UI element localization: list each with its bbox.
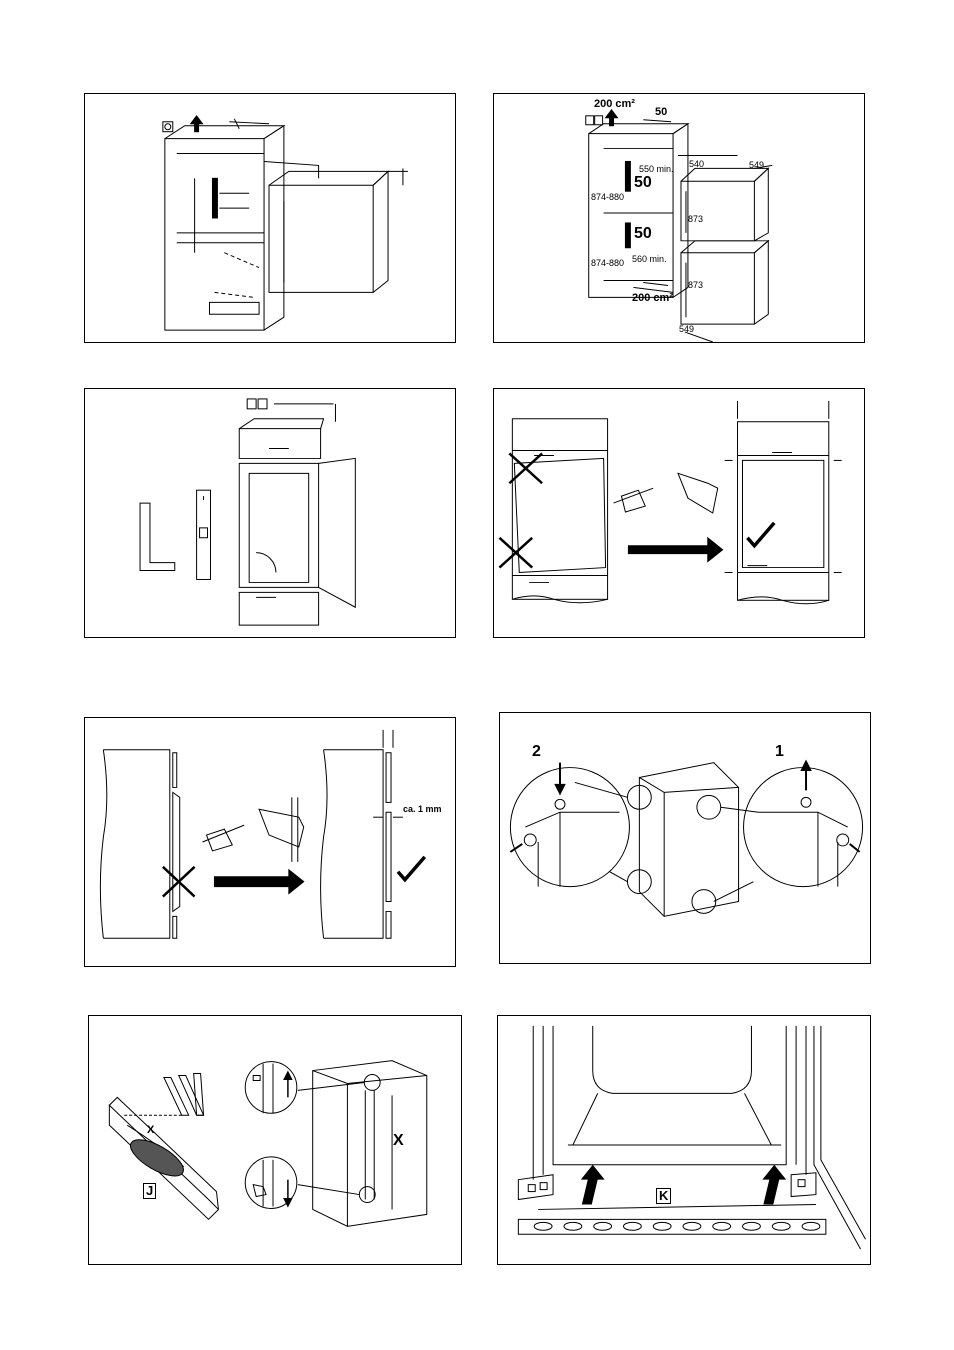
- step-right-label: 1: [775, 743, 784, 761]
- panel-ventilation-dimensions: 200 cm² 50 550 min. 50 50 874-880 874-88…: [493, 93, 865, 343]
- height-upper-label: 874-880: [591, 192, 624, 202]
- door-alignment-drawing: [494, 389, 864, 637]
- vent-top-label: 200 cm²: [594, 98, 635, 110]
- panel-trim-strip: X X J: [88, 1015, 462, 1265]
- ventilation-dimensions-drawing: [494, 94, 864, 342]
- gap-top-label: 50: [655, 106, 667, 118]
- square-check-drawing: [85, 389, 455, 637]
- step-left-label: 2: [532, 743, 541, 761]
- base-grille-drawing: [498, 1016, 870, 1264]
- panel-door-gap: ca. 1 mm: [84, 717, 456, 967]
- door-gap-drawing: [85, 718, 455, 966]
- gap-mid2-label: 50: [634, 225, 652, 243]
- width-top-label: 549: [749, 160, 764, 170]
- panel-square-check: [84, 388, 456, 638]
- min-top-label: 550 min.: [639, 164, 674, 174]
- cabinet-dimensions-drawing: [85, 94, 455, 342]
- panel-hinge-screws: 2 1: [499, 712, 871, 964]
- dim-x-right-label: X: [393, 1132, 404, 1150]
- width-bottom-label: 549: [679, 324, 694, 334]
- trim-strip-drawing: [89, 1016, 461, 1264]
- min-bottom-label: 560 min.: [632, 254, 667, 264]
- panel-base-grille: K: [497, 1015, 871, 1265]
- height-lower-label: 874-880: [591, 258, 624, 268]
- panel-cabinet-dimensions: [84, 93, 456, 343]
- marker-j-label: J: [143, 1183, 156, 1199]
- unit-lower-label: 873: [688, 280, 703, 290]
- hinge-screws-drawing: [500, 713, 870, 963]
- unit-upper-label: 873: [688, 214, 703, 224]
- dim-x-left-label: X: [147, 1124, 154, 1136]
- marker-k-label: K: [656, 1188, 671, 1204]
- panel-door-alignment: [493, 388, 865, 638]
- vent-bottom-label: 200 cm²: [632, 292, 673, 304]
- depth-top-label: 540: [689, 159, 704, 169]
- gap-mid1-label: 50: [634, 174, 652, 192]
- door-gap-label: ca. 1 mm: [403, 804, 442, 814]
